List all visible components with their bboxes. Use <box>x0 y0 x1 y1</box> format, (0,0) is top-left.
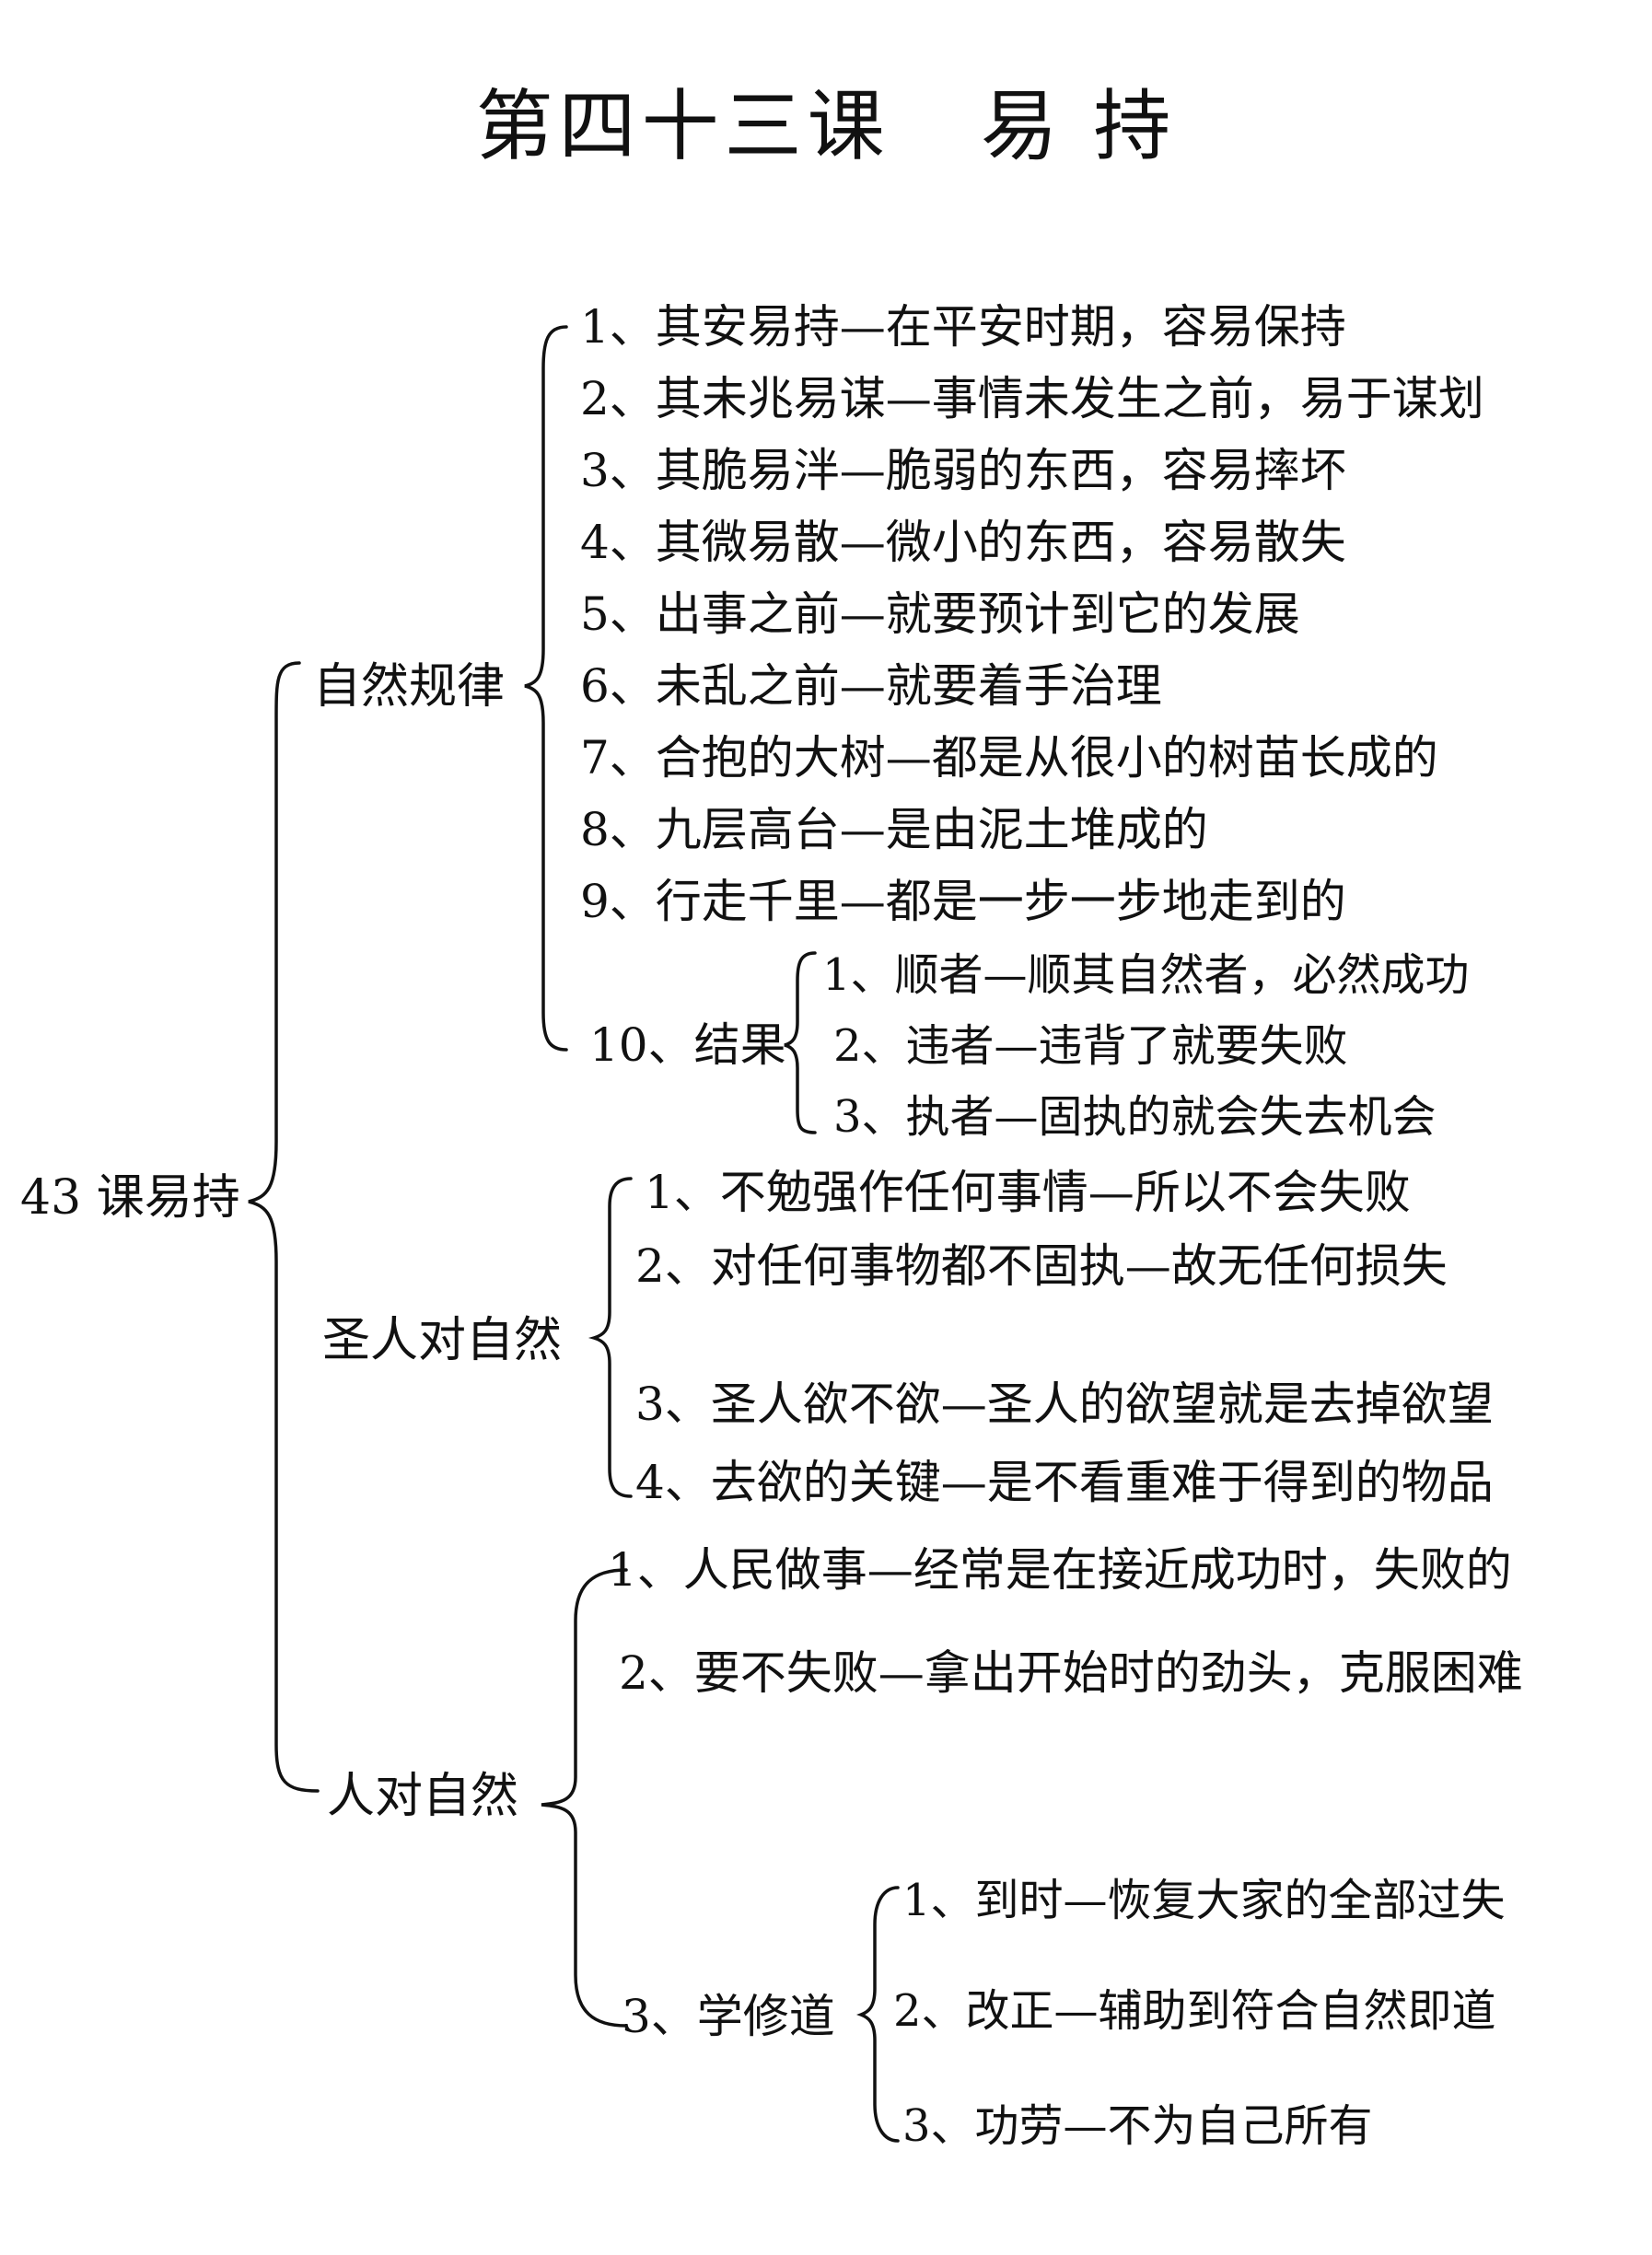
sub-item: 3、功劳—不为自己所有 <box>902 2100 1373 2152</box>
brace-people <box>541 1568 628 2028</box>
branch-label-sage: 圣人对自然 <box>322 1313 563 1368</box>
list-item: 1、不勉强作任何事情—所以不会失败 <box>645 1166 1411 1219</box>
list-item: 3、其脆易泮—脆弱的东西，容易摔坏 <box>580 444 1346 497</box>
page-title: 第四十三课 易 持 <box>475 81 1177 171</box>
list-item: 6、未乱之前—就要着手治理 <box>580 659 1162 713</box>
brace-natural-law <box>524 325 568 1052</box>
sub-item: 2、改正—辅助到符合自然即道 <box>893 1985 1496 2037</box>
brace-result <box>784 951 817 1134</box>
branch-label-natural-law: 自然规律 <box>313 659 506 715</box>
brace-cultivate <box>856 1886 900 2143</box>
root-label: 43 课易持 <box>20 1170 240 1226</box>
list-item: 3、圣人欲不欲—圣人的欲望就是去掉欲望 <box>635 1377 1494 1431</box>
sub-item: 3、执者—固执的就会失去机会 <box>833 1091 1437 1143</box>
list-item: 5、出事之前—就要预计到它的发展 <box>580 587 1300 641</box>
list-item: 2、其未兆易谋—事情未发生之前，易于谋划 <box>580 372 1484 425</box>
list-item-cultivate: 3、学修道 <box>622 1990 835 2043</box>
list-item: 1、人民做事—经常是在接近成功时，失败的 <box>608 1543 1512 1597</box>
root-brace <box>248 661 320 1793</box>
list-item: 7、合抱的大树—都是从很小的树苗长成的 <box>580 731 1438 785</box>
list-item: 4、去欲的关键—是不看重难于得到的物品 <box>635 1456 1494 1509</box>
list-item: 9、行走千里—都是一步一步地走到的 <box>580 875 1346 928</box>
branch-label-people: 人对自然 <box>327 1769 519 1824</box>
list-item-result: 10、结果 <box>589 1018 786 1072</box>
sub-item: 2、违者—违背了就要失败 <box>833 1020 1348 1072</box>
sub-item: 1、到时—恢复大家的全部过失 <box>902 1875 1506 1926</box>
list-item: 2、要不失败—拿出开始时的劲头，克服困难 <box>619 1646 1523 1700</box>
brace-sage <box>588 1177 633 1498</box>
list-item: 1、其安易持—在平安时期，容易保持 <box>580 300 1346 354</box>
list-item: 2、对任何事物都不固执—故无任何损失 <box>635 1239 1448 1293</box>
sub-item: 1、顺者—顺其自然者，必然成功 <box>822 949 1470 1001</box>
list-item: 8、九层高台—是由泥土堆成的 <box>580 803 1208 856</box>
list-item: 4、其微易散—微小的东西，容易散失 <box>580 516 1346 569</box>
